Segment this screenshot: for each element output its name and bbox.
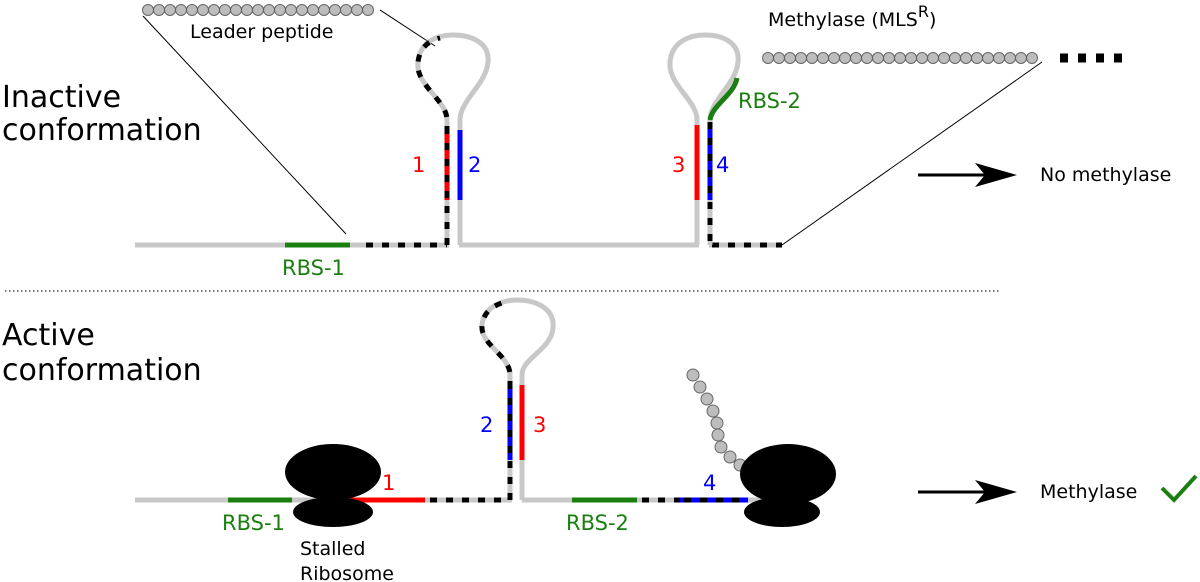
segment-4-label: 4 [703, 471, 716, 495]
amino-acid-bead [142, 4, 154, 16]
amino-acid-bead [686, 368, 700, 382]
amino-acid-bead [153, 4, 165, 16]
amino-acid-bead [164, 4, 176, 16]
rbs2-segment [707, 77, 740, 121]
amino-acid-bead [714, 440, 728, 454]
leader-pointer-line [379, 9, 436, 47]
amino-acid-bead [1004, 52, 1016, 64]
amino-acid-bead [296, 4, 308, 16]
amino-acid-bead [795, 52, 807, 64]
segment-2-label: 2 [480, 413, 493, 437]
amino-acid-bead [949, 52, 961, 64]
amino-acid-bead [274, 4, 286, 16]
hairpin-1-2 [415, 32, 491, 245]
amino-acid-bead [340, 4, 352, 16]
amino-acid-bead [971, 52, 983, 64]
stalled-ribosome-label-2: Ribosome [300, 563, 394, 582]
amino-acid-bead [219, 4, 231, 16]
amino-acid-bead [938, 52, 950, 64]
leader-pointer-line [142, 15, 347, 235]
outcome-methylase: Methylase [1040, 481, 1137, 503]
amino-acid-bead [285, 4, 297, 16]
amino-acid-bead [175, 4, 187, 16]
amino-acid-bead [1026, 52, 1038, 64]
amino-acid-bead [817, 52, 829, 64]
amino-acid-bead [916, 52, 928, 64]
active-title-2: conformation [2, 353, 202, 388]
amino-acid-bead [208, 4, 220, 16]
inactive-title-2: conformation [2, 113, 202, 148]
rbs1-label: RBS-1 [282, 256, 345, 280]
amino-acid-bead [197, 4, 209, 16]
active-panel: Active conformation 2 3 1 4 RBS-1 RBS-2 … [2, 297, 1198, 582]
inactive-panel: Inactive conformation Leader peptide RBS… [2, 2, 1171, 280]
hairpin-2-3 [479, 297, 556, 500]
amino-acid-bead [241, 4, 253, 16]
amino-acid-bead [883, 52, 895, 64]
stalled-ribosome-label-1: Stalled [300, 538, 365, 560]
amino-acid-bead [329, 4, 341, 16]
amino-acid-bead [762, 52, 774, 64]
amino-acid-bead [927, 52, 939, 64]
amino-acid-bead [993, 52, 1005, 64]
inactive-title-1: Inactive [2, 80, 121, 115]
amino-acid-bead [693, 380, 707, 394]
nascent-methylase-chain [686, 368, 747, 472]
hairpin-3-4 [667, 32, 741, 245]
rbs2-label: RBS-2 [738, 89, 801, 113]
segment-2-label: 2 [468, 153, 481, 177]
amino-acid-bead [1015, 52, 1027, 64]
amino-acid-bead [850, 52, 862, 64]
amino-acid-bead [839, 52, 851, 64]
outcome-no-methylase: No methylase [1040, 164, 1171, 186]
translating-ribosome [740, 444, 836, 527]
segment-3-label: 3 [533, 413, 546, 437]
methylase-label: Methylase (MLSR) [768, 2, 936, 31]
leader-peptide-label: Leader peptide [190, 21, 333, 43]
arrow-icon [918, 480, 1017, 504]
amino-acid-bead [307, 4, 319, 16]
segment-3-label: 3 [672, 153, 685, 177]
stalled-ribosome [285, 444, 381, 527]
amino-acid-bead [773, 52, 785, 64]
active-title-1: Active [2, 318, 95, 353]
arrow-icon [918, 163, 1017, 187]
methylase-pointer-line [781, 61, 1043, 246]
amino-acid-bead [894, 52, 906, 64]
amino-acid-bead [960, 52, 972, 64]
amino-acid-bead [263, 4, 275, 16]
rbs2-label: RBS-2 [566, 511, 629, 535]
segment-1-label: 1 [382, 471, 395, 495]
amino-acid-bead [252, 4, 264, 16]
amino-acid-bead [723, 450, 737, 464]
amino-acid-bead [828, 52, 840, 64]
amino-acid-bead [318, 4, 330, 16]
amino-acid-bead [806, 52, 818, 64]
hairpin-1-2-codons [415, 35, 450, 245]
amino-acid-bead [362, 4, 374, 16]
amino-acid-bead [706, 404, 720, 418]
amino-acid-bead [186, 4, 198, 16]
amino-acid-bead [982, 52, 994, 64]
amino-acid-bead [351, 4, 363, 16]
amino-acid-bead [784, 52, 796, 64]
leader-peptide-chain [142, 4, 374, 16]
methylase-chain [762, 52, 1038, 64]
rbs1-label: RBS-1 [222, 511, 285, 535]
amino-acid-bead [711, 428, 725, 442]
amino-acid-bead [710, 416, 724, 430]
segment-1-label: 1 [412, 153, 425, 177]
checkmark-icon [1160, 474, 1198, 503]
amino-acid-bead [230, 4, 242, 16]
amino-acid-bead [905, 52, 917, 64]
amino-acid-bead [700, 392, 714, 406]
amino-acid-bead [872, 52, 884, 64]
segment-4-label: 4 [716, 153, 729, 177]
hairpin-2-3-codons [479, 299, 513, 500]
amino-acid-bead [861, 52, 873, 64]
